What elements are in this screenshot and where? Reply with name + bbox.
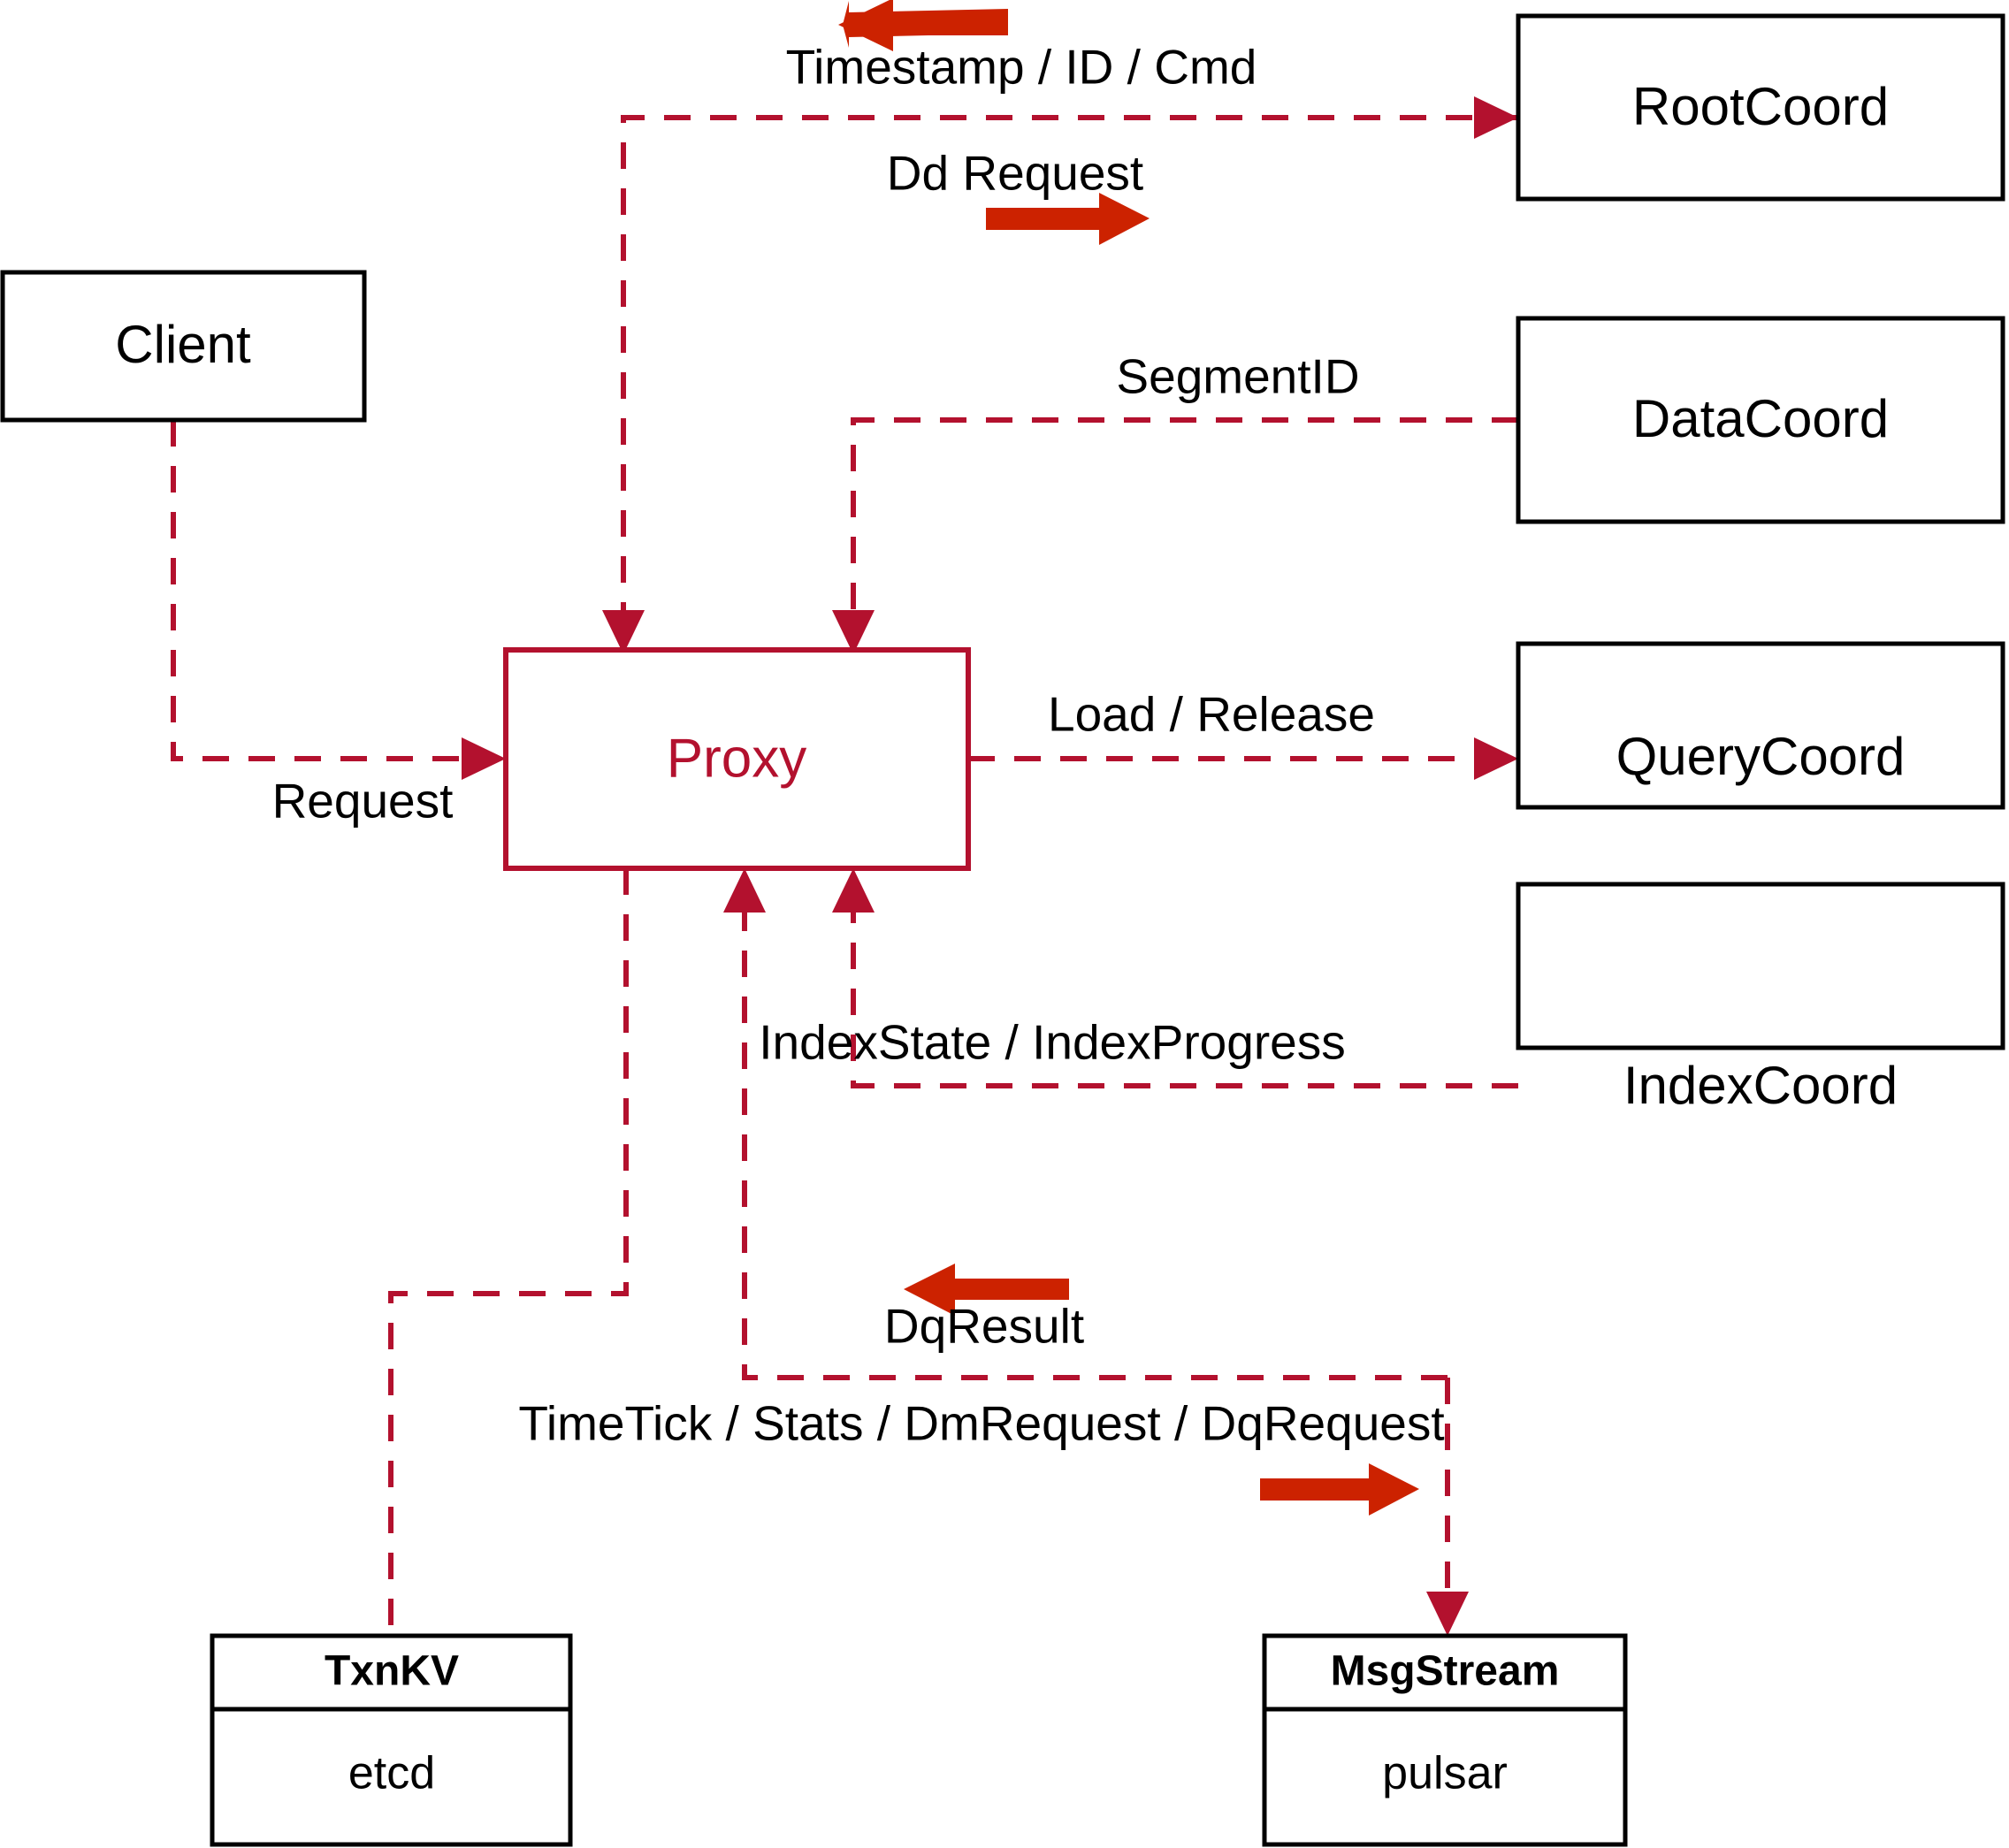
edge-label-index-state: IndexState / IndexProgress xyxy=(759,1015,1345,1070)
edge-label-dq-result: DqResult xyxy=(884,1299,1084,1354)
node-datacoord-label: DataCoord xyxy=(1632,389,1889,448)
node-indexcoord[interactable]: IndexCoord xyxy=(1516,882,2005,1115)
node-msgstream-sublabel: pulsar xyxy=(1382,1748,1508,1799)
arrowhead-dd-request xyxy=(1474,96,1518,139)
node-querycoord[interactable]: QueryCoord xyxy=(1516,641,2005,810)
direction-arrow-timestamp-id-cmd xyxy=(838,0,1008,51)
node-client-label: Client xyxy=(115,315,251,374)
arrowhead-timetick-stats xyxy=(1426,1592,1469,1636)
arrowhead-request xyxy=(462,737,506,780)
flow-line-index-state xyxy=(851,902,1518,1088)
node-indexcoord-label: IndexCoord xyxy=(1623,1056,1898,1115)
flow-line-request xyxy=(171,420,473,761)
flow-line-segment-id xyxy=(851,417,1518,619)
flow-line-timestamp-id-cmd xyxy=(621,115,1518,619)
node-txnkv-sublabel: etcd xyxy=(348,1748,435,1799)
direction-arrow-dd-request xyxy=(986,193,1150,245)
edge-label-timestamp-id-cmd: Timestamp / ID / Cmd xyxy=(786,40,1257,95)
node-querycoord-label: QueryCoord xyxy=(1616,727,1906,786)
node-proxy-label: Proxy xyxy=(667,728,806,789)
arrowhead-segment-id xyxy=(832,610,875,654)
node-rootcoord-label: RootCoord xyxy=(1632,77,1889,136)
flow-line-txnkv xyxy=(388,868,629,1636)
node-datacoord[interactable]: DataCoord xyxy=(1516,316,2005,524)
edge-label-timetick-stats: TimeTick / Stats / DmRequest / DqRequest xyxy=(518,1396,1444,1451)
node-rootcoord[interactable]: RootCoord xyxy=(1516,13,2005,202)
arrowhead-index-state xyxy=(832,868,875,913)
node-msgstream-label: MsgStream xyxy=(1331,1648,1560,1695)
direction-arrow-timetick-stats xyxy=(1260,1463,1419,1516)
direction-arrow-dq-result xyxy=(904,1264,1069,1316)
node-proxy[interactable]: Proxy xyxy=(503,647,971,871)
node-client[interactable]: Client xyxy=(0,270,367,423)
arrowhead-timestamp-id-cmd xyxy=(602,610,645,654)
edge-label-load-release: Load / Release xyxy=(1048,687,1375,742)
edge-label-segment-id: SegmentID xyxy=(1116,349,1359,404)
arrowhead-dq-result xyxy=(723,868,766,913)
node-msgstream[interactable]: MsgStream pulsar xyxy=(1262,1633,1628,1847)
node-txnkv[interactable]: TxnKV etcd xyxy=(210,1633,573,1847)
edge-label-request: Request xyxy=(272,774,454,829)
arrowhead-load-release xyxy=(1474,737,1518,780)
flow-line-dq-result xyxy=(742,902,1448,1380)
edge-label-dd-request: Dd Request xyxy=(887,146,1143,201)
node-txnkv-label: TxnKV xyxy=(325,1648,459,1695)
